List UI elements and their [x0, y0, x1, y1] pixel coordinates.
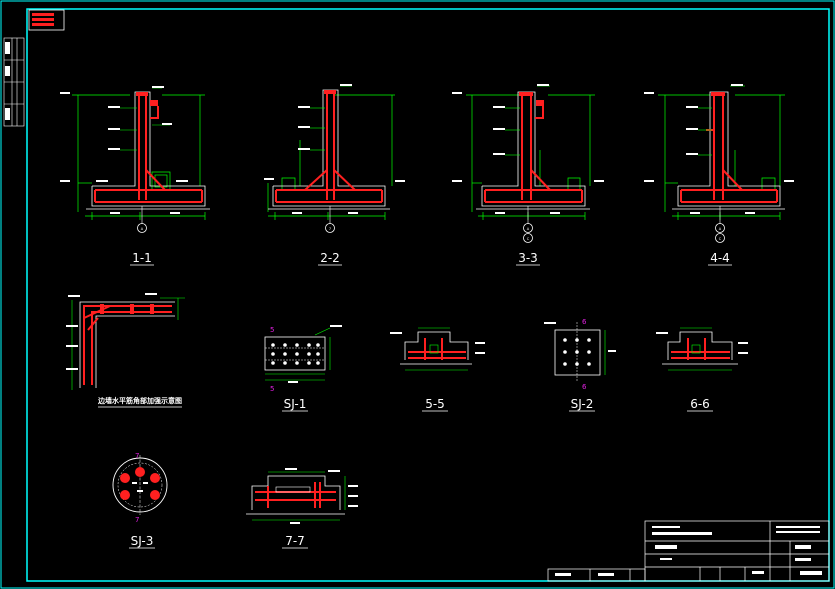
- section-1-1: A 1-1: [60, 86, 210, 266]
- section-4-4-title: 4-4: [710, 251, 730, 265]
- sj-2-title: SJ-2: [571, 397, 594, 411]
- title-block-fills: [555, 526, 822, 576]
- section-3-3-axis-a: A: [527, 227, 530, 231]
- sj-1-title: SJ-1: [284, 397, 307, 411]
- revision-stamp: [28, 9, 65, 31]
- section-3-3-axis-c: C: [527, 237, 530, 241]
- section-4-4-axis-c: C: [719, 237, 722, 241]
- section-7-7: 7-7: [246, 468, 358, 549]
- section-1-1-axis: A: [141, 227, 144, 231]
- section-6-6-title: 6-6: [690, 397, 710, 411]
- section-3-3: A C 3-3: [452, 84, 604, 266]
- binding-strip-text: [5, 42, 10, 120]
- section-5-5: 5-5: [390, 327, 485, 412]
- section-2-2-title: 2-2: [320, 251, 340, 265]
- section-4-4-axis-a: A: [719, 227, 722, 231]
- sj-3-title: SJ-3: [131, 534, 154, 548]
- section-1-1-title: 1-1: [132, 251, 152, 265]
- section-6-6: 6-6: [656, 327, 748, 412]
- wall-corner-caption: 边墙水平筋角部加强示意图: [97, 396, 182, 405]
- drawing-frame: [26, 8, 830, 582]
- section-2-2: 7 2-2: [264, 84, 405, 266]
- detail-sj-1: 5 5 SJ-1: [264, 325, 342, 412]
- section-4-4: A C 4-4: [644, 84, 794, 266]
- section-2-2-axis: 7: [329, 227, 331, 231]
- wall-corner-detail: 边墙水平筋角部加强示意图: [66, 293, 185, 408]
- section-7-7-title: 7-7: [285, 534, 305, 548]
- title-block: [547, 520, 830, 582]
- sj-2-mark-bottom: 6: [582, 383, 587, 391]
- sj-1-mark-bottom: 5: [270, 385, 274, 393]
- sj-3-mark-bottom: 7: [135, 516, 139, 524]
- sj-1-mark-top: 5: [270, 326, 274, 334]
- section-5-5-title: 5-5: [425, 397, 445, 411]
- detail-sj-3: 7 7 SJ-3: [112, 452, 168, 549]
- sj-2-mark-top: 6: [582, 318, 587, 326]
- detail-sj-2: 6 6 SJ-2: [544, 318, 616, 412]
- binding-strip: [3, 37, 25, 127]
- sj-3-mark-top: 7: [135, 452, 139, 460]
- section-3-3-title: 3-3: [518, 251, 538, 265]
